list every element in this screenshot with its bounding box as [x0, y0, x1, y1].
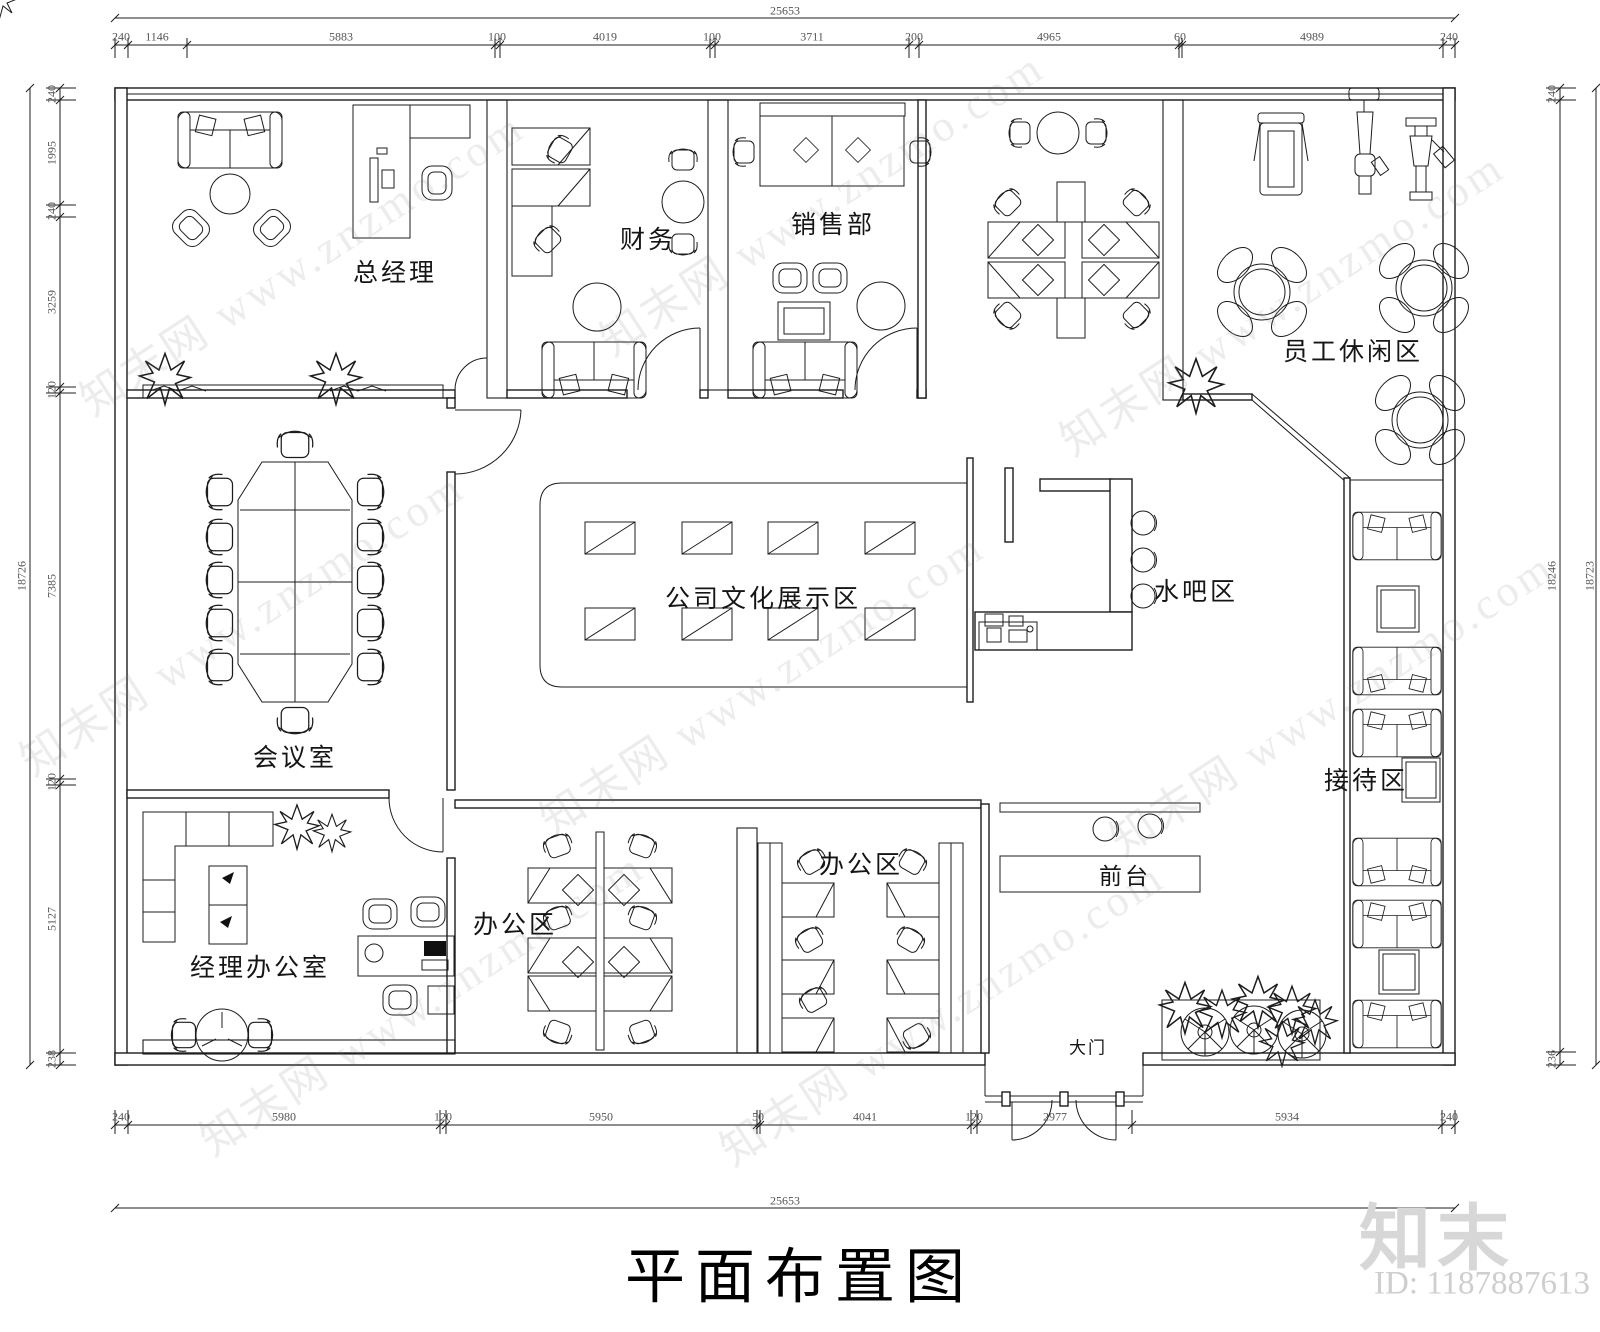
dim-bottom: 5980 [272, 1109, 296, 1124]
dim-left: 240 [44, 85, 59, 103]
office-cluster-right [886, 842, 964, 1054]
dim-left: 120 [44, 381, 59, 399]
reception-strip [1352, 511, 1442, 1049]
dim-left-total: 18726 [14, 561, 29, 591]
leisure-area [1210, 87, 1476, 472]
dim-top: 200 [905, 29, 923, 44]
entrance-planter [0, 0, 1338, 1067]
room-label-finance: 财务 [619, 227, 677, 254]
plants [138, 352, 1224, 415]
culture-display-zone [539, 457, 974, 703]
dim-top: 100 [488, 29, 506, 44]
watermark-id: ID: 1187887613 [1373, 1265, 1591, 1302]
dim-top: 60 [1174, 29, 1186, 44]
dim-top: 4965 [1037, 29, 1061, 44]
page-title: 平面布置图 [625, 1244, 975, 1311]
dimension-lines [25, 13, 1600, 1213]
office-cluster-left [527, 830, 673, 1051]
dim-top: 240 [112, 29, 130, 44]
dim-top: 100 [703, 29, 721, 44]
room-label-office-left: 办公区 [472, 912, 558, 939]
room-label-culture-display: 公司文化展示区 [664, 586, 862, 613]
dim-bottom-total: 25653 [770, 1193, 800, 1208]
room-label-front-desk: 前台 [1099, 864, 1151, 889]
dim-left: 5127 [44, 907, 59, 931]
dim-bottom: 4041 [853, 1109, 877, 1124]
front-desk-zone [999, 802, 1201, 893]
dim-right: 18246 [1544, 561, 1559, 591]
dim-left: 238 [44, 1050, 59, 1068]
open-workstations [987, 111, 1160, 339]
dim-left: 7385 [44, 574, 59, 598]
dim-top: 4019 [593, 29, 617, 44]
room-label-manager-office: 经理办公室 [189, 955, 331, 982]
room-label-staff-leisure: 员工休闲区 [1282, 339, 1424, 366]
dim-bottom: 240 [112, 1109, 130, 1124]
office-cluster-middle [757, 842, 835, 1054]
dim-top: 3711 [800, 29, 824, 44]
dim-left: 240 [44, 202, 59, 220]
room-label-meeting-room: 会议室 [252, 745, 338, 772]
dim-top: 4989 [1300, 29, 1324, 44]
finance-furniture [511, 127, 705, 399]
dim-top: 240 [1440, 29, 1458, 44]
dim-bottom: 5950 [589, 1109, 613, 1124]
dim-right-total: 18723 [1582, 561, 1597, 591]
walls [114, 87, 1456, 1141]
manager-office-furniture [142, 804, 455, 1062]
dim-bottom: 50 [752, 1109, 764, 1124]
gm-office-furniture [167, 104, 471, 252]
meeting-room-furniture [205, 430, 385, 735]
dim-left: 1995 [44, 141, 59, 165]
dim-right: 240 [1544, 85, 1559, 103]
watermark-logo: 知末 [1358, 1199, 1516, 1280]
dim-left: 120 [44, 773, 59, 791]
dim-top: 5883 [329, 29, 353, 44]
dim-bottom: 120 [434, 1109, 452, 1124]
room-label-sales: 销售部 [790, 212, 876, 239]
dim-bottom: 120 [965, 1109, 983, 1124]
room-label-main-gate: 大门 [1069, 1038, 1107, 1058]
room-label-water-bar: 水吧区 [1153, 579, 1239, 606]
room-label-reception: 接待区 [1323, 768, 1409, 795]
dim-bottom: 240 [1440, 1109, 1458, 1124]
room-label-office-right: 办公区 [818, 852, 904, 879]
dim-top: 1146 [145, 29, 169, 44]
dim-bottom: 5934 [1275, 1109, 1299, 1124]
dim-left: 3259 [44, 290, 59, 314]
dim-bottom: 2977 [1043, 1109, 1067, 1124]
sales-furniture [732, 102, 932, 399]
water-bar [974, 467, 1158, 651]
dim-top-total: 25653 [770, 3, 800, 18]
room-label-general-manager: 总经理 [352, 260, 438, 287]
dim-right: 236 [1544, 1050, 1559, 1068]
